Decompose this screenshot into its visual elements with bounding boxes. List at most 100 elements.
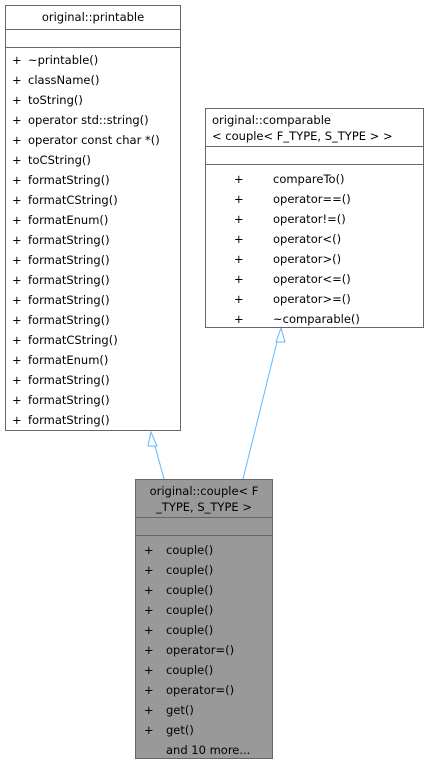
couple-method-row[interactable]: +couple() — [136, 580, 272, 600]
method-name: get() — [166, 703, 194, 717]
couple-method-row[interactable]: + get() — [136, 720, 272, 740]
couple-method-row[interactable]: + couple() — [136, 560, 272, 580]
comparable-method-row[interactable]: +operator>=() — [206, 289, 423, 309]
printable-method-row[interactable]: + formatString() — [6, 270, 180, 290]
comparable-method-row[interactable]: +operator>() — [206, 249, 423, 269]
printable-method-row[interactable]: +formatString() — [6, 230, 180, 250]
visibility-marker: + — [144, 683, 154, 697]
method-name: couple() — [166, 563, 214, 577]
comparable-method-row[interactable]: +operator!=() — [206, 209, 423, 229]
printable-method-row[interactable]: +operator const char *() — [6, 130, 180, 150]
couple-method-row[interactable]: + couple() — [136, 540, 272, 560]
method-name: couple() — [166, 543, 214, 557]
couple-method-row[interactable]: and 10 more... — [136, 740, 272, 760]
method-name: formatString() — [28, 253, 110, 267]
visibility-marker: + — [12, 73, 22, 87]
visibility-marker: + — [12, 173, 22, 187]
printable-method-row[interactable]: + formatString() — [6, 390, 180, 410]
method-name: formatEnum() — [28, 353, 109, 367]
couple-method-row[interactable]: + get() — [136, 700, 272, 720]
visibility-marker: + — [12, 373, 22, 387]
class-comparable[interactable]: original::comparable < couple< F_TYPE, S… — [205, 108, 424, 328]
edge-couple-to-printable — [154, 445, 165, 480]
couple-method-row[interactable]: + operator=() — [136, 680, 272, 700]
visibility-marker: + — [12, 313, 22, 327]
printable-method-row[interactable]: + className() — [6, 70, 180, 90]
method-name: operator>=() — [273, 292, 351, 306]
visibility-marker: + — [12, 333, 22, 347]
visibility-marker: + — [144, 663, 154, 677]
class-comparable-methods: +compareTo()+operator==()+operator!=()+o… — [206, 165, 423, 329]
arrowhead-printable — [147, 430, 158, 447]
class-printable-name: original::printable — [41, 10, 145, 24]
method-name: toString() — [28, 93, 83, 107]
visibility-marker: + — [234, 252, 244, 266]
couple-method-row[interactable]: +couple() — [136, 600, 272, 620]
printable-method-row[interactable]: +formatCString() — [6, 190, 180, 210]
visibility-marker: + — [234, 272, 244, 286]
visibility-marker: + — [12, 273, 22, 287]
visibility-marker: + — [234, 172, 244, 186]
couple-method-row[interactable]: +operator=() — [136, 640, 272, 660]
method-name: couple() — [166, 603, 214, 617]
printable-method-row[interactable]: + formatString() — [6, 170, 180, 190]
method-name: formatString() — [28, 273, 110, 287]
printable-method-row[interactable]: + formatString() — [6, 310, 180, 330]
class-couple-name-line1: original::couple< F — [149, 484, 259, 498]
class-couple[interactable]: original::couple< F _TYPE, S_TYPE > +cou… — [135, 479, 273, 759]
couple-method-row[interactable]: +couple() — [136, 620, 272, 640]
method-name: operator<() — [273, 232, 342, 246]
method-name: operator=() — [166, 683, 235, 697]
printable-method-row[interactable]: +formatString() — [6, 290, 180, 310]
method-name: className() — [28, 73, 100, 87]
printable-method-row[interactable]: + formatString() — [6, 370, 180, 390]
printable-method-row[interactable]: +formatString() — [6, 410, 180, 430]
visibility-marker: + — [144, 543, 154, 557]
visibility-marker: + — [144, 643, 154, 657]
printable-method-row[interactable]: +formatString() — [6, 250, 180, 270]
class-comparable-name-line2: < couple< F_TYPE, S_TYPE > > — [212, 129, 393, 143]
class-couple-attributes — [136, 518, 272, 536]
method-name: formatCString() — [28, 193, 118, 207]
visibility-marker: + — [144, 703, 154, 717]
comparable-method-row[interactable]: +operator<=() — [206, 269, 423, 289]
printable-method-row[interactable]: +operator std::string() — [6, 110, 180, 130]
printable-method-row[interactable]: +formatEnum() — [6, 210, 180, 230]
visibility-marker: + — [12, 413, 22, 427]
printable-method-row[interactable]: +toCString() — [6, 150, 180, 170]
comparable-method-row[interactable]: +~comparable() — [206, 309, 423, 329]
class-comparable-name-line1: original::comparable — [212, 113, 331, 127]
comparable-method-row[interactable]: + operator<() — [206, 229, 423, 249]
method-name: formatString() — [28, 293, 110, 307]
comparable-method-row[interactable]: +operator==() — [206, 189, 423, 209]
method-name: formatString() — [28, 393, 110, 407]
couple-method-row[interactable]: + couple() — [136, 660, 272, 680]
class-printable[interactable]: original::printable +~printable()+classN… — [5, 5, 181, 431]
visibility-marker: + — [144, 723, 154, 737]
class-couple-title: original::couple< F _TYPE, S_TYPE > — [136, 480, 272, 518]
method-name: ~comparable() — [273, 312, 360, 326]
comparable-method-row[interactable]: + compareTo() — [206, 169, 423, 189]
method-name: formatString() — [28, 313, 110, 327]
visibility-marker: + — [234, 232, 244, 246]
method-name: couple() — [166, 663, 214, 677]
printable-method-row[interactable]: +formatEnum() — [6, 350, 180, 370]
method-name: compareTo() — [273, 172, 345, 186]
visibility-marker: + — [12, 393, 22, 407]
method-name: formatCString() — [28, 333, 118, 347]
method-name: get() — [166, 723, 194, 737]
method-name: formatString() — [28, 373, 110, 387]
method-name: couple() — [166, 583, 214, 597]
class-couple-methods: + couple() + couple() + couple() + couple() + cou… — [136, 536, 272, 760]
visibility-marker: + — [12, 53, 22, 67]
visibility-marker: + — [144, 623, 154, 637]
visibility-marker: + — [12, 133, 22, 147]
printable-method-row[interactable]: +toString() — [6, 90, 180, 110]
edge-couple-to-comparable — [242, 341, 278, 480]
method-name: and 10 more... — [166, 743, 251, 757]
method-name: formatString() — [28, 173, 110, 187]
class-printable-methods: +~printable()+className()+toString()+ope… — [6, 48, 180, 430]
printable-method-row[interactable]: +~printable() — [6, 50, 180, 70]
printable-method-row[interactable]: + formatCString() — [6, 330, 180, 350]
visibility-marker: + — [144, 563, 154, 577]
